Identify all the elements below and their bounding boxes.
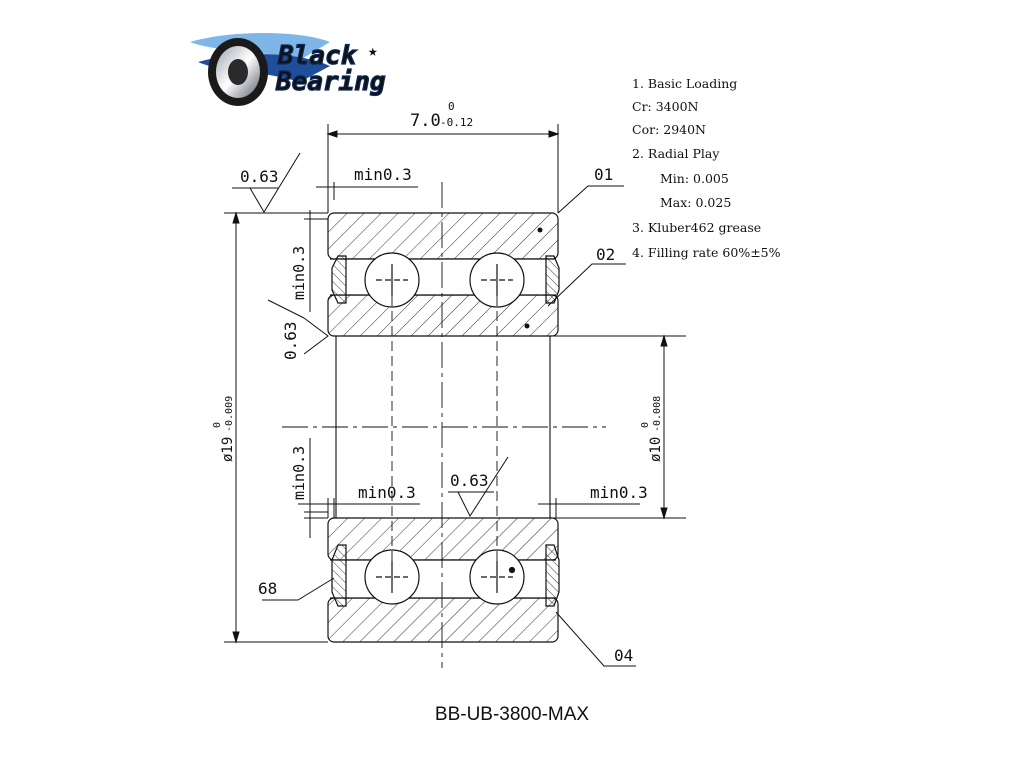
inner-ring-top [327, 294, 559, 337]
od-value: ø19 [220, 437, 236, 462]
chamfer-bottom-left [298, 498, 420, 518]
roughness-left [267, 299, 329, 355]
spec-radial-play: 2. Radial Play [632, 146, 720, 161]
id-tol-lower: -0.008 [652, 396, 663, 432]
inner-ring-bottom [327, 517, 559, 561]
width-tol-upper: 0 [448, 100, 455, 113]
brand-logo: Black ★ Bearing [190, 33, 387, 106]
id-dimension [550, 334, 686, 520]
spec-min-play: Min: 0.005 [660, 171, 729, 186]
roughness-top-value: 0.63 [240, 167, 279, 186]
logo-swoosh [190, 33, 330, 60]
spec-basic-loading: 1. Basic Loading [632, 76, 738, 91]
width-value: 7.0 [410, 111, 441, 131]
callout-01: 01 [594, 165, 613, 184]
logo-text-bearing: Bearing [275, 67, 386, 97]
seal-top-right [545, 255, 560, 304]
chamfer-left-top-value: min0.3 [290, 246, 308, 300]
callout-02: 02 [596, 245, 615, 264]
chamfer-top-horizontal [316, 182, 418, 200]
chamfer-bottom-left-value: min0.3 [358, 483, 416, 502]
callout-68: 68 [258, 579, 277, 598]
spec-filling-rate: 4. Filling rate 60%±5% [632, 245, 781, 260]
roughness-left-value: 0.63 [281, 321, 300, 360]
seal-top-left [331, 255, 347, 304]
bearing-bottom-section [327, 517, 560, 643]
chamfer-left-bottom-value: min0.3 [290, 446, 308, 500]
logo-text-black: Black [277, 41, 358, 71]
chamfer-bottom-right-value: min0.3 [590, 483, 648, 502]
od-tol-lower: -0.009 [224, 396, 235, 432]
id-tol-upper: 0 [640, 422, 651, 428]
id-value: ø10 [648, 437, 664, 462]
spec-grease: 3. Kluber462 grease [632, 220, 762, 235]
part-number-caption: BB-UB-3800-MAX [434, 704, 590, 725]
spec-max-play: Max: 0.025 [660, 195, 732, 210]
od-tol-upper: 0 [212, 422, 223, 428]
roughness-bottom [448, 456, 509, 518]
center-lines [282, 182, 606, 668]
seal-bottom-left [331, 544, 347, 607]
roughness-bottom-value: 0.63 [450, 471, 489, 490]
callout-leaders [262, 185, 636, 667]
outer-ring-top [327, 212, 559, 260]
roughness-top [232, 152, 301, 213]
callout-04: 04 [614, 646, 633, 665]
spec-cor: Cor: 2940N [632, 122, 706, 137]
seal-bottom-right [545, 544, 560, 607]
od-dimension [224, 211, 328, 644]
spec-cr: Cr: 3400N [632, 99, 699, 114]
chamfer-left-vertical-top [304, 210, 328, 312]
outer-ring-bottom [327, 597, 559, 643]
bearing-top-section [327, 212, 560, 337]
chamfer-bottom-right [538, 498, 640, 518]
logo-star-icon: ★ [368, 41, 378, 60]
width-tol-lower: -0.12 [440, 116, 473, 129]
chamfer-top-value: min0.3 [354, 165, 412, 184]
chamfer-left-vertical-bottom [304, 438, 328, 538]
